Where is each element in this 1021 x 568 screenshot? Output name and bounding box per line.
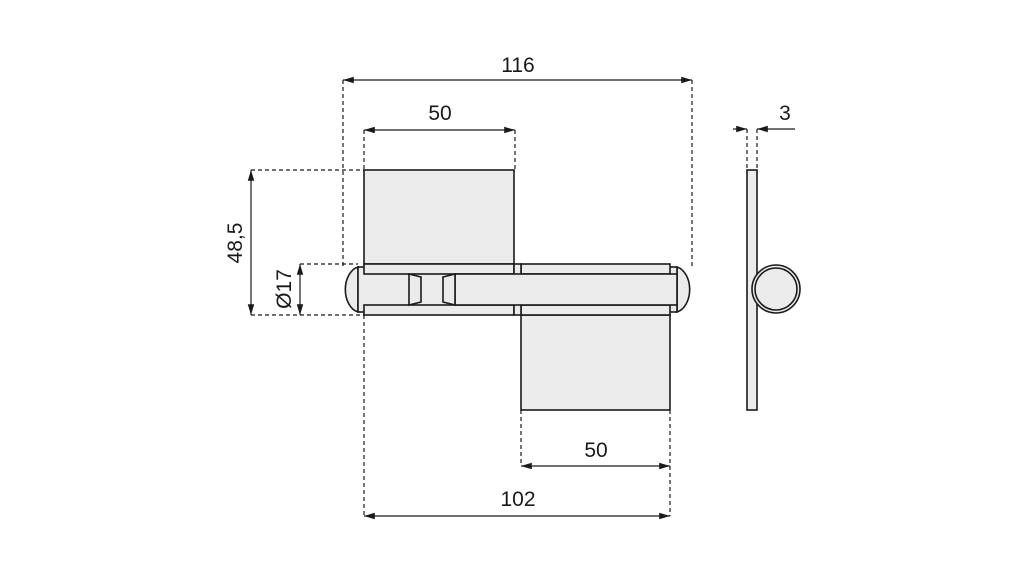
pin [454,273,678,306]
knuckle-strip [520,263,671,275]
knuckle-strip [520,304,671,316]
dimension-lines [247,76,795,520]
extension-lines [251,80,758,516]
front-view [344,169,691,411]
label-height: 48,5 [224,223,247,264]
label-knuckle-diameter: Ø17 [273,269,296,309]
knuckle-strip [363,263,515,275]
label-leaf-span: 102 [500,488,535,511]
pin-cone [408,272,422,307]
label-thickness: 3 [779,102,791,125]
right-cap [676,265,691,314]
bottom-leaf [520,314,671,411]
label-bottom-leaf-width: 50 [584,439,607,462]
label-overall-length: 116 [501,54,534,77]
knuckle-inner [754,267,798,311]
side-view [746,169,801,411]
pin-cone [442,272,456,307]
top-leaf [363,169,515,265]
left-cap [344,265,359,314]
label-top-leaf-width: 50 [428,102,451,125]
knuckle-strip [363,304,515,316]
